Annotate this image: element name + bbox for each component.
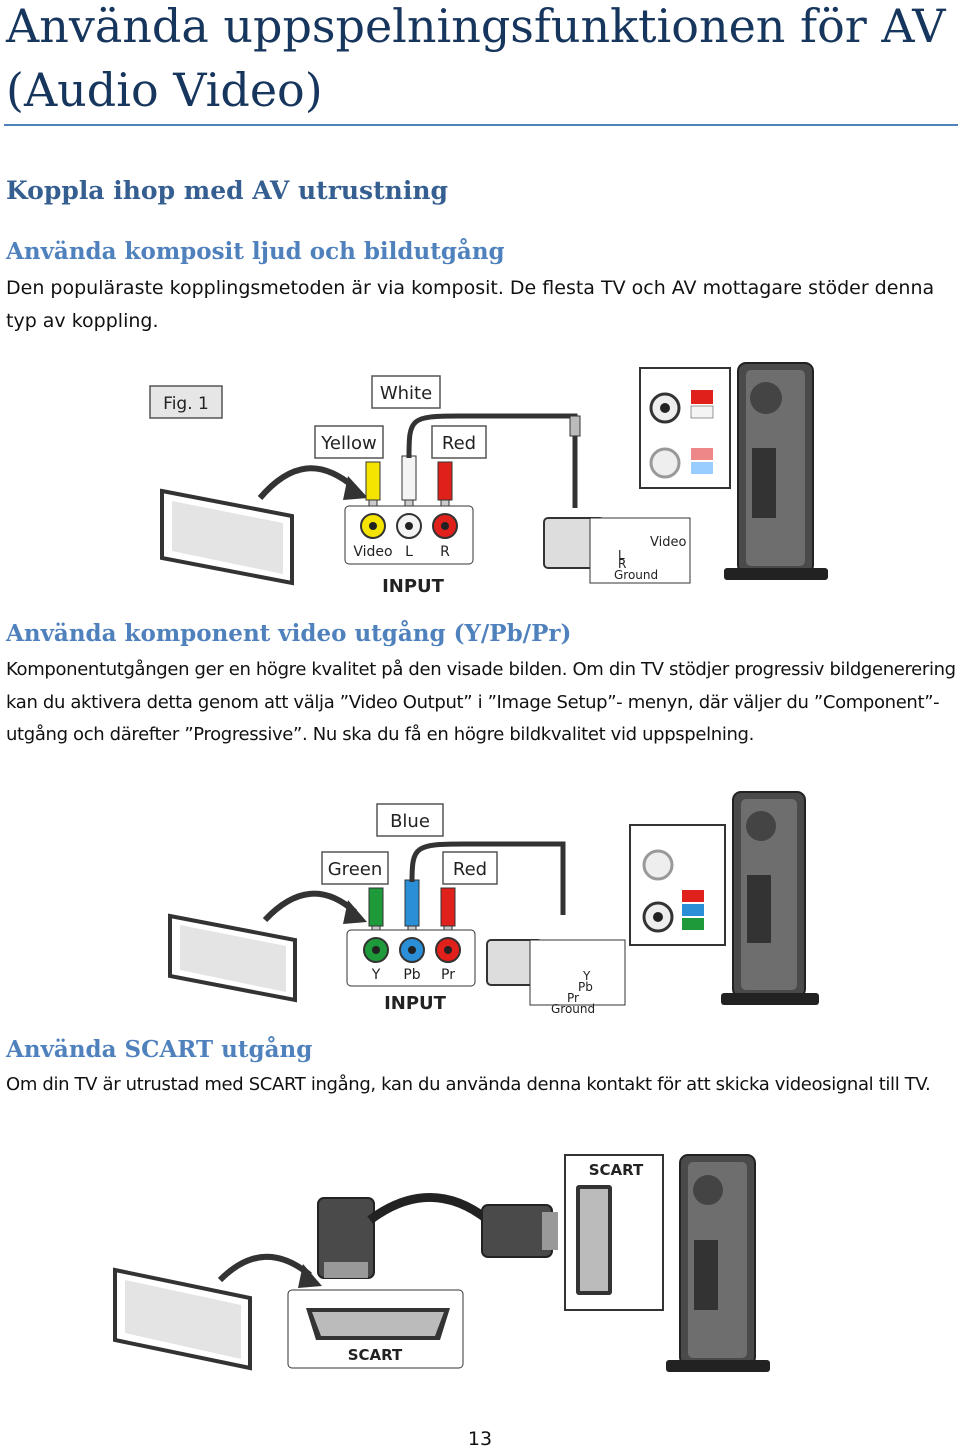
scart-plug-left bbox=[317, 1197, 375, 1279]
scart-connection-figure: SCART SCART bbox=[113, 1154, 770, 1372]
plug-label-video: Video bbox=[650, 535, 686, 550]
arrow-to-input bbox=[217, 1253, 312, 1283]
component-connection-figure: Blue Green Red Y Pb Pr INPUT Y bbox=[168, 791, 819, 1016]
svg-text:Red: Red bbox=[453, 859, 487, 880]
plug-label-pr: Pr bbox=[567, 991, 579, 1005]
plug-label-ground: Ground bbox=[614, 568, 658, 582]
composite-text: Den populäraste kopplingsmetoden är via … bbox=[6, 277, 935, 332]
svg-text:Green: Green bbox=[328, 859, 383, 880]
av-out-panel bbox=[629, 824, 726, 946]
media-player-device bbox=[721, 791, 819, 1005]
av-out-panel bbox=[639, 367, 731, 489]
av-cable bbox=[409, 841, 566, 915]
plug-label-l: L bbox=[618, 548, 625, 562]
tv-screen bbox=[113, 1267, 252, 1371]
arrow-to-input bbox=[257, 465, 357, 500]
plug-label-ground: Ground bbox=[551, 1002, 595, 1016]
jack-plug-top bbox=[569, 415, 581, 437]
arrow-to-input bbox=[262, 890, 358, 923]
scart-panel-label: SCART bbox=[348, 1346, 403, 1364]
scart-out-panel: SCART bbox=[564, 1154, 664, 1311]
fig-label: Fig. 1 bbox=[163, 394, 209, 414]
scart-input-panel: SCART bbox=[287, 1289, 464, 1369]
media-player-device bbox=[724, 362, 828, 580]
scart-cable bbox=[367, 1193, 491, 1224]
input-panel: Video L R bbox=[344, 505, 474, 565]
section-heading: Koppla ihop med AV utrustning bbox=[6, 176, 448, 205]
scart-heading: Använda SCART utgång bbox=[6, 1036, 313, 1063]
jack-label-y: Y bbox=[371, 967, 381, 983]
component-heading: Använda komponent video utgång (Y/Pb/Pr) bbox=[6, 620, 572, 647]
page-number: 13 bbox=[467, 1428, 493, 1450]
jack-label-l: L bbox=[405, 544, 413, 560]
jack-label-video: Video bbox=[353, 544, 392, 560]
plug-label-y: Y bbox=[582, 969, 591, 983]
plug-label-pb: Pb bbox=[578, 980, 593, 994]
scart-plug-right bbox=[481, 1204, 558, 1258]
av-cable bbox=[406, 413, 578, 508]
input-label: INPUT bbox=[382, 576, 445, 597]
arrow-head bbox=[343, 476, 368, 500]
input-panel: Y Pb Pr bbox=[346, 929, 476, 987]
tv-screen bbox=[160, 488, 294, 586]
media-player-device bbox=[666, 1154, 770, 1372]
composite-heading: Använda komposit ljud och bildutgång bbox=[6, 238, 505, 265]
scart-text: Om din TV är utrustad med SCART ingång, … bbox=[6, 1074, 931, 1095]
cable-label-yellow: Yellow bbox=[314, 425, 384, 459]
component-text: Komponentutgången ger en högre kvalitet … bbox=[6, 659, 956, 745]
cable-label-red: Red bbox=[442, 851, 498, 885]
jack-label-pb: Pb bbox=[403, 967, 420, 983]
scart-device-label: SCART bbox=[589, 1161, 644, 1179]
svg-text:Yellow: Yellow bbox=[320, 433, 376, 454]
svg-text:Blue: Blue bbox=[390, 811, 430, 832]
title-rule bbox=[4, 124, 958, 126]
cable-label-white: White bbox=[371, 375, 441, 409]
svg-text:Red: Red bbox=[442, 433, 476, 454]
composite-connection-figure: Fig. 1 White Yellow Red Video bbox=[149, 362, 828, 597]
jack-label-r: R bbox=[440, 544, 450, 560]
plug-callout: Video L R Ground bbox=[589, 517, 691, 584]
arrow-head bbox=[298, 1264, 322, 1288]
page-title: Använda uppspelningsfunktionen för AV (A… bbox=[6, 0, 946, 117]
svg-text:White: White bbox=[380, 383, 432, 404]
cable-label-blue: Blue bbox=[376, 803, 444, 837]
fig-label-box: Fig. 1 bbox=[149, 385, 223, 419]
jack-label-pr: Pr bbox=[441, 967, 455, 983]
tv-screen bbox=[168, 913, 297, 1003]
plug-label-r: R bbox=[618, 557, 626, 571]
plug-callout: Y Pb Pr Ground bbox=[529, 939, 626, 1016]
cable-label-green: Green bbox=[321, 851, 389, 885]
input-label: INPUT bbox=[384, 993, 447, 1014]
cable-label-red: Red bbox=[431, 425, 487, 459]
arrow-head bbox=[343, 900, 367, 924]
